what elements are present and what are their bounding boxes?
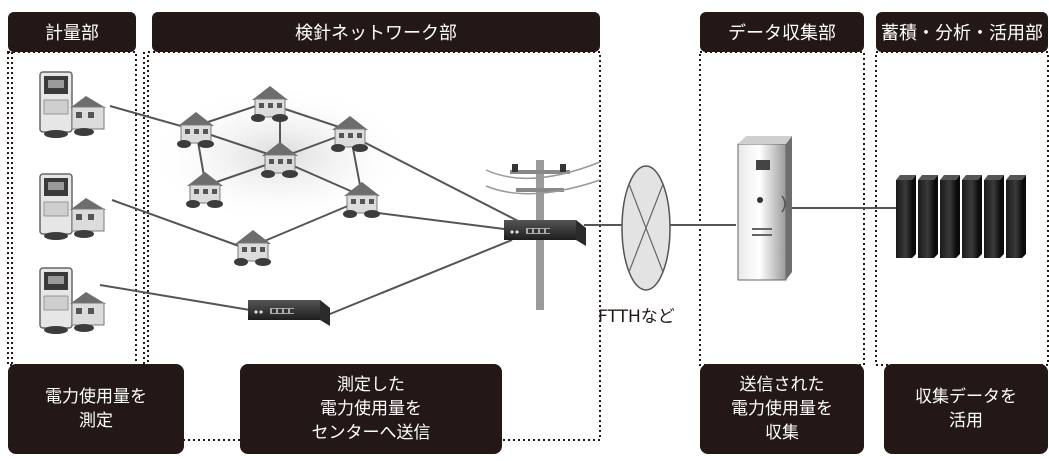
desc-metering: 電力使用量を 測定 <box>8 364 184 454</box>
header-network: 検針ネットワーク部 <box>152 12 600 52</box>
desc-collection: 送信された 電力使用量を 収集 <box>700 364 864 454</box>
router-icon <box>248 300 330 326</box>
storage-racks-icon <box>896 175 1026 258</box>
smart-meter-house-icon <box>39 173 107 241</box>
smart-meter-house-icon <box>39 71 107 139</box>
desc-network: 測定した 電力使用量を センターへ送信 <box>240 364 502 454</box>
concentrator-router-icon <box>504 220 586 246</box>
server-icon <box>737 136 792 281</box>
desc-storage: 収集データを 活用 <box>884 364 1048 454</box>
header-storage: 蓄積・分析・活用部 <box>876 12 1048 52</box>
header-metering: 計量部 <box>8 12 136 52</box>
header-collection: データ収集部 <box>700 12 864 52</box>
smart-meter-house-icon <box>39 267 107 335</box>
ftth-label: FTTHなど <box>598 307 675 327</box>
network-cloud-icon <box>621 165 671 291</box>
house-icon <box>233 229 272 267</box>
